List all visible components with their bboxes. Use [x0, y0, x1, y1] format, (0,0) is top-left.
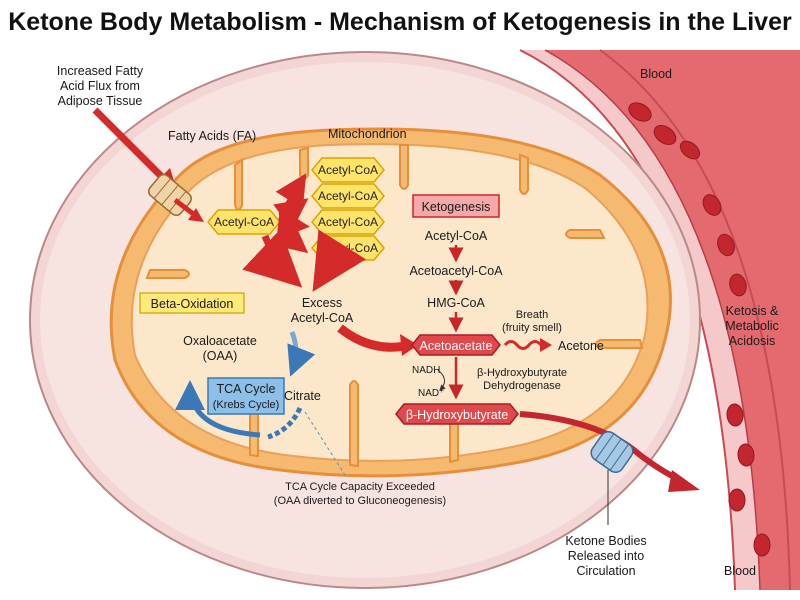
breath-label-2: (fruity smell) [502, 322, 562, 334]
fa-flux-arrow [92, 107, 168, 183]
nadh-label: NADH [412, 365, 440, 376]
pathway-acetoacetate: Acetoacetate [420, 339, 493, 353]
released-label-1: Ketone Bodies [565, 534, 646, 548]
enzyme-label-1: β-Hydroxybutyrate [477, 367, 567, 379]
acetyl-coa-hex: Acetyl-CoA [311, 183, 385, 209]
excess-label-1: Excess [302, 296, 342, 310]
acetyl-coa-main: Acetyl-CoA [207, 209, 281, 235]
acetoacetate-box: Acetoacetate [411, 334, 501, 356]
tca-exceeded-label-1: TCA Cycle Capacity Exceeded [285, 481, 435, 493]
converge-arrows [242, 228, 367, 292]
bhb-box: β-Hydroxybutyrate [395, 403, 519, 425]
citrate-label: Citrate [284, 389, 321, 403]
fatty-acids-label: Fatty Acids (FA) [168, 129, 256, 143]
blood-label-top: Blood [640, 67, 672, 81]
page-title: Ketone Body Metabolism - Mechanism of Ke… [8, 8, 792, 36]
tca-cycle-box: TCA Cycle (Krebs Cycle) [207, 377, 285, 415]
blood-label-bottom: Blood [724, 564, 756, 578]
ketogenesis-pathway: Ketogenesis Acetyl-CoA Acetoacetyl-CoA H… [395, 194, 604, 425]
oaa-to-citrate-arrow [287, 331, 316, 377]
pathway-acetoacetyl-coa: Acetoacetyl-CoA [409, 264, 503, 278]
nad-label: NAD⁺ [418, 388, 444, 399]
acetyl-coa-fan-label: Acetyl-CoA [318, 163, 378, 177]
oaa-label-1: Oxaloacetate [183, 334, 257, 348]
acetyl-coa-hex: Acetyl-CoA [311, 235, 385, 261]
ketosis-label-3: Acidosis [729, 334, 776, 348]
fa-flux-label-3: Adipose Tissue [58, 94, 143, 108]
ketosis-label-2: Metabolic [725, 319, 779, 333]
released-label-3: Circulation [576, 564, 635, 578]
enzyme-label-2: Dehydrogenase [483, 380, 561, 392]
ketogenesis-header-box [412, 194, 500, 218]
tca-cycle-label-2: (Krebs Cycle) [213, 399, 280, 411]
beta-oxidation-label: Beta-Oxidation [151, 297, 234, 311]
pathway-bhb: β-Hydroxybutyrate [406, 408, 508, 422]
tca-cycle-label-1: TCA Cycle [216, 382, 275, 396]
breath-label-1: Breath [516, 309, 548, 321]
acetyl-coa-fan-label: Acetyl-CoA [318, 189, 378, 203]
tca-exceeded-label-2: (OAA diverted to Gluconeogenesis) [274, 495, 446, 507]
excess-to-acetoacetate-arrow [337, 324, 406, 352]
ketosis-label-1: Ketosis & [726, 304, 779, 318]
acetyl-coa-fan-label: Acetyl-CoA [318, 215, 378, 229]
acetyl-coa-main-label: Acetyl-CoA [214, 215, 274, 229]
tca-dashed-arrow [267, 406, 303, 440]
ketogenesis-header: Ketogenesis [422, 200, 491, 214]
released-label-2: Released into [568, 549, 644, 563]
excess-label-2: Acetyl-CoA [291, 311, 354, 325]
acetone-wave-arrow [503, 340, 543, 350]
pathway-acetone: Acetone [558, 339, 604, 353]
tca-cycle-arrow [175, 380, 261, 438]
acetyl-coa-hex: Acetyl-CoA [311, 157, 385, 183]
tca-exceeded-pointer [304, 411, 346, 476]
pathway-acetyl-coa: Acetyl-CoA [425, 229, 488, 243]
fatty-acid-entry: Increased Fatty Acid Flux from Adipose T… [57, 64, 256, 222]
pathway-hmg-coa: HMG-CoA [427, 296, 485, 310]
oaa-label-2: (OAA) [203, 349, 238, 363]
fa-flux-label-1: Increased Fatty [57, 64, 144, 78]
membrane-transporter [590, 430, 634, 474]
acetyl-coa-hex: Acetyl-CoA [311, 209, 385, 235]
fa-flux-label-2: Acid Flux from [60, 79, 140, 93]
mitochondrion-label: Mitochondrion [328, 127, 407, 141]
acetyl-coa-fan-label: Acetyl-CoA [318, 241, 378, 255]
beta-oxidation-box: Beta-Oxidation [139, 292, 245, 314]
release-to-blood: Ketone Bodies Released into Circulation [519, 411, 700, 578]
blood-vessel: Blood Blood Ketosis & Metabolic Acidosis [519, 49, 800, 591]
